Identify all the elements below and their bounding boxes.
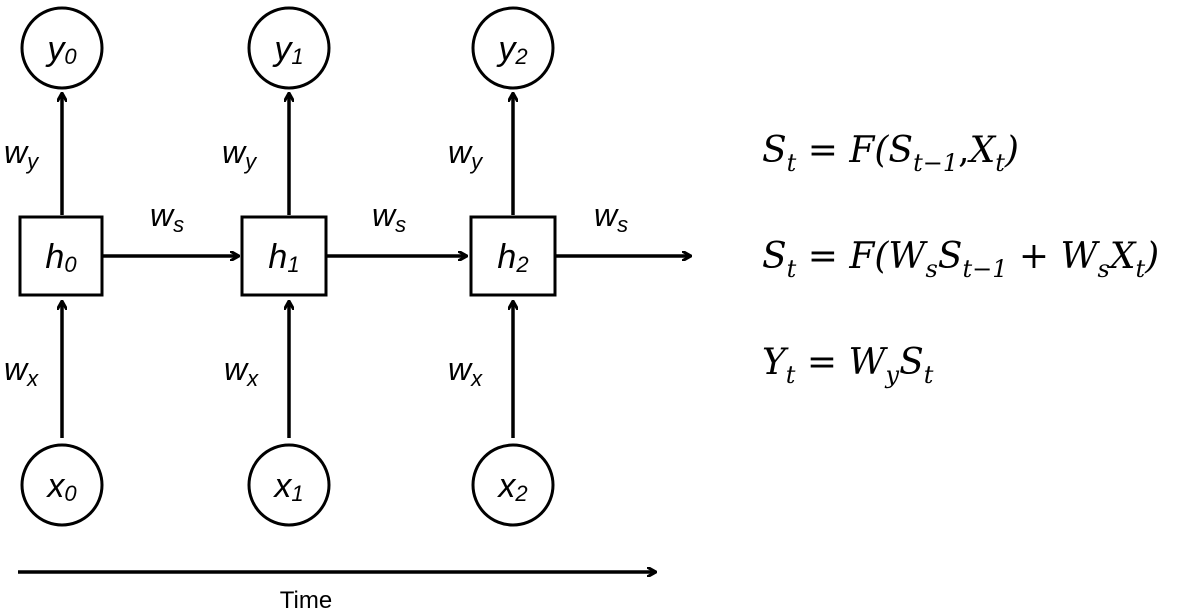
wx-label-1: wx: [224, 351, 259, 391]
hidden-label-h0: h0: [45, 238, 77, 277]
wx-label-0: wx: [4, 351, 39, 391]
ws-label-1: ws: [372, 197, 406, 237]
equation-output: Yt = WySt: [762, 342, 934, 389]
input-label-x2: x2: [496, 467, 527, 506]
wx-label-2: wx: [448, 351, 483, 391]
output-label-y0: y0: [45, 30, 77, 69]
output-node-y0: [20, 6, 104, 90]
hidden-label-h2: h2: [497, 238, 528, 277]
ws-label-2: ws: [594, 197, 628, 237]
output-node-y1: [247, 6, 331, 90]
output-label-y1: y1: [272, 30, 303, 69]
input-node-x0: [20, 443, 104, 527]
hidden-label-h1: h1: [268, 238, 299, 277]
wy-label-1: wy: [222, 134, 258, 174]
hidden-node-h0: [18, 215, 104, 297]
hidden-node-h1: [240, 215, 328, 297]
wy-label-2: wy: [448, 134, 484, 174]
output-label-y2: y2: [496, 30, 527, 69]
input-node-x2: [471, 443, 555, 527]
wy-label-0: wy: [4, 134, 40, 174]
ws-label-0: ws: [150, 197, 184, 237]
input-label-x0: x0: [45, 467, 77, 506]
output-node-y2: [471, 6, 555, 90]
input-label-x1: x1: [272, 467, 303, 506]
time-label: Time: [280, 587, 332, 614]
equation-state-weighted: St = F(WsSt−1 + WsXt): [762, 236, 1159, 283]
input-node-x1: [247, 443, 331, 527]
equation-state: St = F(St−1,Xt): [762, 130, 1019, 177]
